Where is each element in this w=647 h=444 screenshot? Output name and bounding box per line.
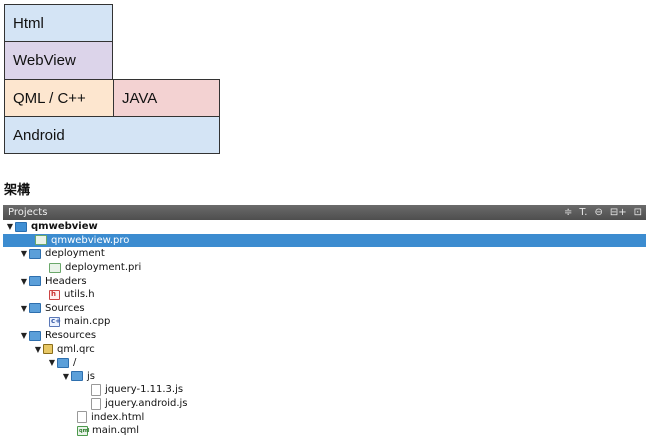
tree-item-label: js: [87, 370, 95, 382]
projects-panel-header: Projects ≑ T. ⊖ ⊟+ ⊡: [3, 205, 646, 220]
expand-arrow-icon[interactable]: ▼: [6, 222, 14, 232]
layer-qml-cpp: QML / C++: [4, 79, 114, 117]
tree-item-deployment-pri[interactable]: deployment.pri: [3, 261, 646, 275]
tree-item-label: deployment: [45, 248, 105, 260]
cpp-file-icon: c+: [49, 316, 62, 327]
tree-item-label: main.qml: [92, 425, 140, 437]
tree-item-deployment[interactable]: ▼ deployment: [3, 247, 646, 261]
pro-file-icon: [35, 235, 47, 246]
sources-folder-icon: [29, 303, 41, 314]
tree-item-jquery-js[interactable]: jquery-1.11.3.js: [3, 383, 646, 397]
tree-item-label: qml.qrc: [57, 343, 95, 355]
tree-item-qml-qrc[interactable]: ▼ qml.qrc: [3, 342, 646, 356]
header-file-icon-text: h: [51, 289, 56, 298]
layer-java: JAVA: [113, 79, 220, 117]
tree-item-main-qml[interactable]: qml main.qml: [3, 424, 646, 438]
tree-item-label: qmwebview.pro: [51, 234, 130, 246]
tree-item-js[interactable]: ▼ js: [3, 370, 646, 384]
tree-item-label: jquery-1.11.3.js: [105, 384, 184, 396]
sort-icon[interactable]: ≑: [563, 207, 573, 218]
architecture-diagram: Html WebView QML / C++ JAVA Android 架構: [0, 0, 647, 200]
expand-arrow-icon[interactable]: ▼: [34, 344, 42, 354]
expand-arrow-icon[interactable]: ▼: [62, 371, 70, 381]
file-icon: [77, 411, 87, 424]
tree-item-qmwebview[interactable]: ▼ qmwebview: [3, 220, 646, 234]
tree-item-resources[interactable]: ▼ Resources: [3, 329, 646, 343]
expand-arrow-icon[interactable]: ▼: [20, 331, 28, 341]
layer-html: Html: [4, 4, 113, 42]
pri-file-icon: [49, 262, 61, 273]
expand-arrow-icon[interactable]: ▼: [48, 358, 56, 368]
qrc-file-icon: [43, 344, 53, 355]
header-file-icon: h: [49, 289, 60, 300]
projects-panel: Projects ≑ T. ⊖ ⊟+ ⊡ ▼ qmwebview qmwebvi…: [3, 205, 646, 444]
expand-arrow-icon[interactable]: ▼: [20, 303, 28, 313]
link-icon[interactable]: ⊖: [594, 207, 603, 218]
tree-item-label: Sources: [45, 302, 85, 314]
panel-toolbar: ≑ T. ⊖ ⊟+ ⊡: [564, 205, 642, 220]
tree-item-label: /: [73, 357, 77, 369]
qml-file-icon-text: qml: [79, 427, 90, 434]
tree-item-label: deployment.pri: [65, 262, 142, 274]
expand-arrow-icon[interactable]: ▼: [20, 249, 28, 259]
resources-folder-icon: [29, 330, 41, 341]
tree-item-label: jquery.android.js: [105, 398, 188, 410]
file-icon: [91, 383, 101, 396]
layer-webview: WebView: [4, 41, 113, 80]
file-icon: [91, 397, 101, 410]
layer-android: Android: [4, 116, 220, 154]
tree-item-root-prefix[interactable]: ▼ /: [3, 356, 646, 370]
split-icon[interactable]: ⊟+: [609, 207, 627, 218]
project-icon: [15, 221, 27, 232]
project-tree: ▼ qmwebview qmwebview.pro ▼ deployment d…: [3, 220, 646, 438]
folder-icon: [71, 371, 83, 382]
tree-item-headers[interactable]: ▼ Headers: [3, 274, 646, 288]
expand-arrow-icon[interactable]: ▼: [20, 276, 28, 286]
tree-item-utils-h[interactable]: h utils.h: [3, 288, 646, 302]
tree-item-qmwebview-pro[interactable]: qmwebview.pro: [3, 233, 646, 248]
filter-icon[interactable]: T.: [579, 207, 588, 218]
tree-item-label: qmwebview: [31, 221, 98, 233]
folder-icon: [29, 248, 41, 259]
tree-item-label: Resources: [45, 330, 97, 342]
close-icon[interactable]: ⊡: [633, 207, 642, 218]
tree-item-main-cpp[interactable]: c+ main.cpp: [3, 315, 646, 329]
tree-item-label: Headers: [45, 275, 87, 287]
diagram-caption: 架構: [4, 183, 31, 198]
tree-item-index-html[interactable]: index.html: [3, 410, 646, 424]
tree-item-sources[interactable]: ▼ Sources: [3, 302, 646, 316]
tree-item-jquery-android-js[interactable]: jquery.android.js: [3, 397, 646, 411]
qml-file-icon: qml: [77, 425, 90, 436]
folder-icon: [57, 357, 69, 368]
tree-item-label: utils.h: [64, 289, 95, 301]
panel-title: Projects: [8, 207, 48, 218]
tree-item-label: main.cpp: [64, 316, 111, 328]
cpp-file-icon-text: c+: [51, 316, 62, 325]
tree-item-label: index.html: [91, 411, 145, 423]
headers-folder-icon: [29, 276, 41, 287]
